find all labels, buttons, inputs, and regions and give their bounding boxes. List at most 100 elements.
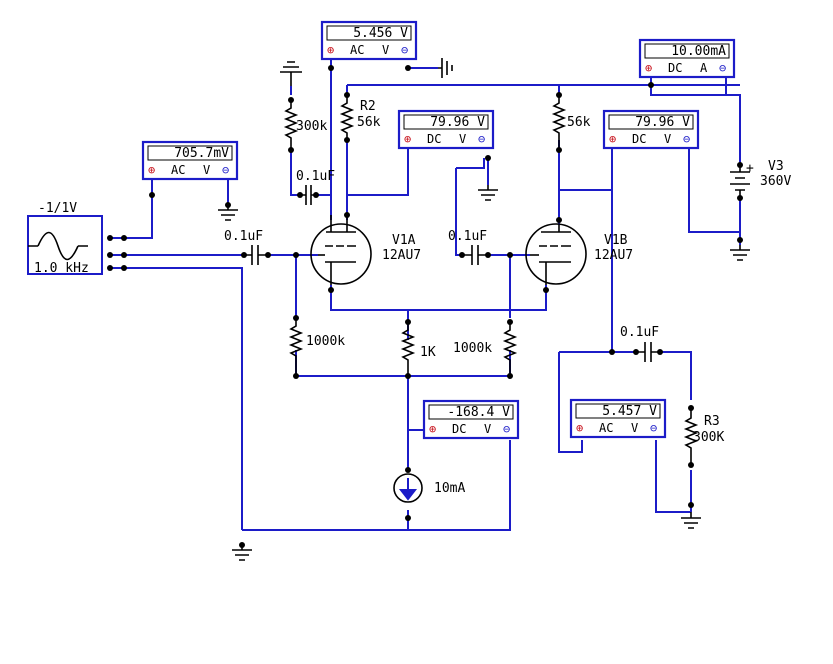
resistor-1000k-right [502,322,518,376]
tube-v1b-id: V1B [604,233,628,248]
meter-display [403,114,489,130]
capacitor-top [300,185,316,205]
capacitor-labels: 0.1uF 0.1uF 0.1uF 0.1uF [224,169,659,340]
meter-reading: 79.96 V [635,115,690,130]
ac-source[interactable]: -1/1V 1.0 kHz [27,201,103,276]
capacitor-out [636,342,660,362]
label-300k: 300k [296,119,327,134]
resistor-56k-right [551,95,567,150]
ground-icon [681,512,701,529]
arrow-down-icon [398,478,418,501]
ground-icon [438,58,453,78]
meter-unit: A [700,61,708,75]
ground-icon [730,245,750,261]
label-56k-right: 56k [567,115,591,130]
label-r3-value: 300K [693,430,724,445]
resistor-1000k-left [288,318,304,376]
meter-mode: AC [350,43,364,57]
plus-terminal-icon[interactable]: ⊕ [148,163,155,177]
plus-terminal-icon[interactable]: ⊕ [645,61,652,75]
resistor-r3 [683,408,699,465]
battery-value: 360V [760,174,791,189]
current-source-value: 10mA [434,481,465,496]
label-r2: R2 [360,99,376,114]
label-1k: 1K [420,345,436,360]
meter-reading: 10.00mA [671,44,726,59]
tube-v1a-type: 12AU7 [382,248,421,263]
meter-unit: V [459,132,466,146]
label-1000k-right: 1000k [453,341,492,356]
battery-v3: + V3 360V [730,159,791,198]
meter-reading: 5.457 V [602,404,657,419]
minus-terminal-icon[interactable]: ⊖ [650,421,657,435]
meter-mode: AC [599,421,613,435]
label-r2-value: 56k [357,115,381,130]
meter-display [428,404,514,420]
resistor-labels: 300k R2 56k 56k 1000k 1K 1000k R3 300K [296,99,724,445]
label-cap-input: 0.1uF [224,229,263,244]
multimeter-m-top-ac[interactable]: 5.456 V ⊕ AC V ⊖ [320,20,418,61]
current-source: 10mA [393,473,465,503]
meter-display [608,114,694,130]
meter-reading: 79.96 V [430,115,485,130]
label-cap-out: 0.1uF [620,325,659,340]
capacitor-mid [462,245,488,265]
minus-terminal-icon[interactable]: ⊖ [683,132,690,146]
plus-terminal-icon[interactable]: ⊕ [576,421,583,435]
ground-icon [232,545,252,561]
tube-v1b-type: 12AU7 [594,248,633,263]
meter-mode: AC [171,163,185,177]
meter-reading: -168.4 V [447,405,510,420]
label-cap-mid: 0.1uF [448,229,487,244]
battery-plus: + [746,161,754,176]
meter-unit: V [631,421,638,435]
minus-terminal-icon[interactable]: ⊖ [478,132,485,146]
meter-unit: V [382,43,389,57]
plus-terminal-icon[interactable]: ⊕ [429,422,436,436]
sine-wave-icon [28,231,88,261]
meter-unit: V [664,132,671,146]
source-amplitude: -1/1V [38,201,77,216]
plus-terminal-icon[interactable]: ⊕ [327,43,334,57]
resistor-300k-left [283,100,299,150]
plus-terminal-icon[interactable]: ⊕ [609,132,616,146]
ground-icon [218,205,238,221]
tube-v1a-id: V1A [392,233,416,248]
battery-name: V3 [768,159,784,174]
meter-mode: DC [427,132,441,146]
meter-mode: DC [632,132,646,146]
minus-terminal-icon[interactable]: ⊖ [503,422,510,436]
label-cap-top: 0.1uF [296,169,335,184]
ground-icon [478,185,498,201]
ground-icon [280,61,302,86]
meter-display [644,43,730,59]
tube-v1a: V1A 12AU7 [310,215,421,285]
minus-terminal-icon[interactable]: ⊖ [401,43,408,57]
capacitor-input [244,245,268,265]
capacitors [244,185,660,362]
source-box [27,215,103,275]
minus-terminal-icon[interactable]: ⊖ [719,61,726,75]
resistor-1k [400,322,416,376]
multimeter-m-plate-left-dc[interactable]: 79.96 V ⊕ DC V ⊖ [397,109,495,150]
meter-mode: DC [668,61,682,75]
tube-v1b: V1B 12AU7 [525,223,633,285]
meter-reading: 5.456 V [353,26,408,41]
multimeter-m-output-ac[interactable]: 5.457 V ⊕ AC V ⊖ [569,398,667,439]
meter-unit: V [203,163,210,177]
resistors [283,95,699,465]
plus-terminal-icon[interactable]: ⊕ [404,132,411,146]
multimeter-m-top-right-dc-a[interactable]: 10.00mA ⊕ DC A ⊖ [638,38,736,79]
meter-display [326,25,412,41]
multimeter-m-plate-right-dc[interactable]: 79.96 V ⊕ DC V ⊖ [602,109,700,150]
minus-terminal-icon[interactable]: ⊖ [222,163,229,177]
label-r3: R3 [704,414,720,429]
meter-mode: DC [452,422,466,436]
meter-display [147,145,233,161]
resistor-r2 [339,95,355,140]
